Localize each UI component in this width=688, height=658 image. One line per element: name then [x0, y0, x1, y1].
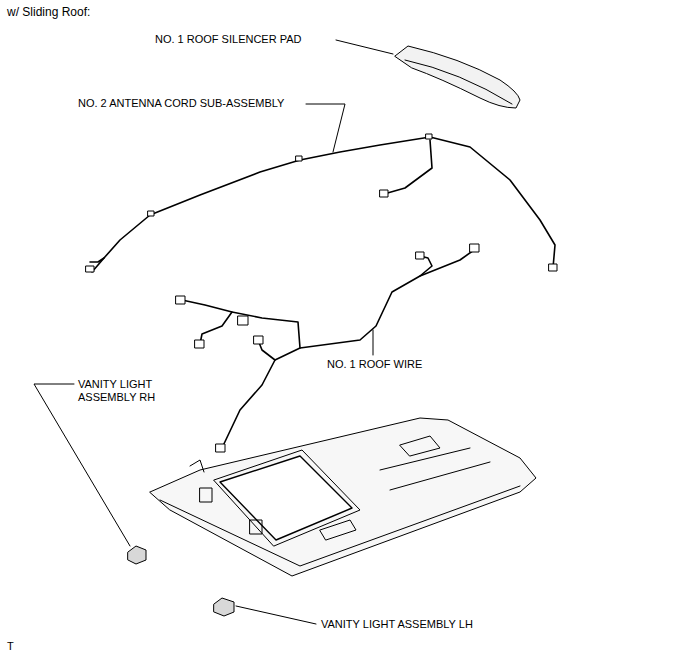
headliner-detail [190, 460, 204, 472]
part-label: VANITY LIGHT ASSEMBLY LH [320, 618, 474, 631]
connector [86, 266, 94, 272]
headliner-detail [250, 520, 262, 534]
antenna-cord [92, 137, 555, 272]
connector [470, 244, 479, 252]
headliner-detail [380, 448, 490, 490]
roof-headliner [150, 418, 536, 576]
connector [238, 316, 248, 325]
part-label: VANITY LIGHT ASSEMBLY RH [77, 378, 179, 404]
connector [549, 264, 557, 271]
antenna-branch [90, 258, 104, 262]
headliner-detail [400, 436, 440, 456]
part-label: NO. 2 ANTENNA CORD SUB-ASSEMBLY [77, 97, 285, 110]
antenna-branch [384, 140, 432, 194]
roof-wire-branch [182, 300, 300, 348]
roof-wire-branch [200, 312, 232, 344]
connector [216, 444, 225, 452]
part-label: NO. 1 ROOF WIRE [326, 358, 423, 371]
connector [380, 190, 388, 197]
part-label: NO. 1 ROOF SILENCER PAD [154, 33, 303, 46]
vanity-light [214, 598, 234, 616]
leader-line [34, 384, 130, 546]
sunroof-opening [220, 456, 352, 540]
vanity-light [128, 546, 146, 564]
connector [416, 252, 424, 259]
leader-line [373, 330, 374, 355]
leader-line [236, 606, 316, 624]
silencer-pad [395, 46, 520, 108]
connector [254, 336, 263, 344]
roof-wire [222, 250, 474, 448]
diagram-title: w/ Sliding Roof: [6, 6, 91, 19]
clip [296, 156, 302, 161]
pad-edge [405, 60, 512, 104]
sunroof-frame [214, 450, 360, 546]
headliner-detail [320, 520, 356, 540]
connector [176, 296, 185, 304]
connector [195, 340, 204, 348]
clip [426, 134, 432, 139]
headliner-detail [200, 488, 212, 502]
leader-line [336, 40, 393, 54]
part-label: T [6, 640, 15, 653]
clip [148, 211, 154, 216]
leader-line [306, 104, 345, 152]
